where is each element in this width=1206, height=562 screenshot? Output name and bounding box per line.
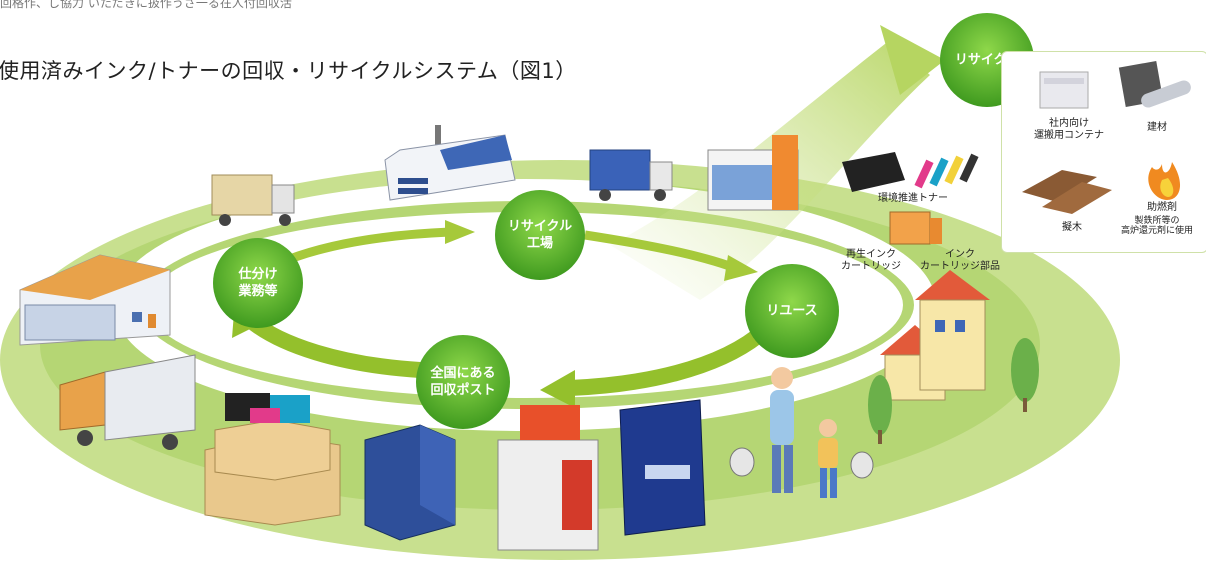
page-title: 使用済みインク/トナーの回収・リサイクルシステム（図1） (0, 59, 577, 83)
sorting-circle (213, 238, 303, 328)
factory-illustration (384, 125, 516, 201)
wood-illustration (1022, 170, 1112, 214)
ink-box-illustration (889, 211, 942, 245)
recycle-factory-label: リサイクル 工場 (507, 219, 573, 251)
sorting-label: 仕分け 業務等 (238, 267, 278, 299)
flame-illustration (1148, 162, 1181, 200)
arrow-post-to-sort (244, 313, 421, 378)
combustion-aid-label: 助燃剤 (1147, 202, 1177, 213)
collection-post-label: 全国にある 回収ポスト (430, 366, 496, 398)
collection-post-blue (364, 424, 456, 541)
collection-boxes-illustration (204, 393, 341, 526)
combustion-note-label: 製鉄所等の 高炉還元剤に使用 (1120, 216, 1193, 236)
container-label: 社内向け 運搬用コンテナ (1034, 118, 1104, 141)
regenerated-ink-label: 再生インク カートリッジ (841, 249, 901, 272)
toner-cartridge-illustration (842, 152, 905, 192)
ink-cartridges-illustration (914, 153, 979, 189)
reuse-circle (745, 264, 839, 358)
ink-parts-label: インク カートリッジ部品 (920, 249, 1000, 272)
houses-illustration (868, 270, 1039, 444)
truck-bottom-left-illustration (59, 354, 196, 450)
family-illustration (729, 367, 874, 498)
recycle-products-panel: 社内向け 運搬用コンテナ 建材 擬木 助燃剤 製鉄所等の 高炉還元剤に使用 (1001, 51, 1206, 253)
recycle-factory-circle (495, 190, 585, 280)
collection-post-white (497, 405, 599, 551)
container-illustration (1039, 71, 1089, 109)
wood-label: 擬木 (1062, 222, 1082, 233)
reuse-label: リユース (766, 303, 818, 319)
truck-top-right-illustration (589, 149, 673, 201)
truck-top-left-illustration (211, 174, 295, 226)
collection-post-navy (619, 399, 706, 536)
top-text: 回格作、し協力 いただきに扱作うさ一る在人付回収活 (0, 0, 292, 10)
building-material-illustration (1118, 61, 1191, 108)
building-material-label: 建材 (1147, 122, 1167, 133)
store-building-illustration (707, 135, 799, 211)
warehouse-illustration (19, 254, 171, 346)
recycle-arrowhead (880, 25, 945, 95)
collection-post-circle (416, 335, 510, 429)
toner-label: 環境推進トナー (878, 193, 948, 204)
arrow-reuse-to-post (569, 323, 771, 396)
arrow-factory-to-reuse (584, 230, 737, 273)
